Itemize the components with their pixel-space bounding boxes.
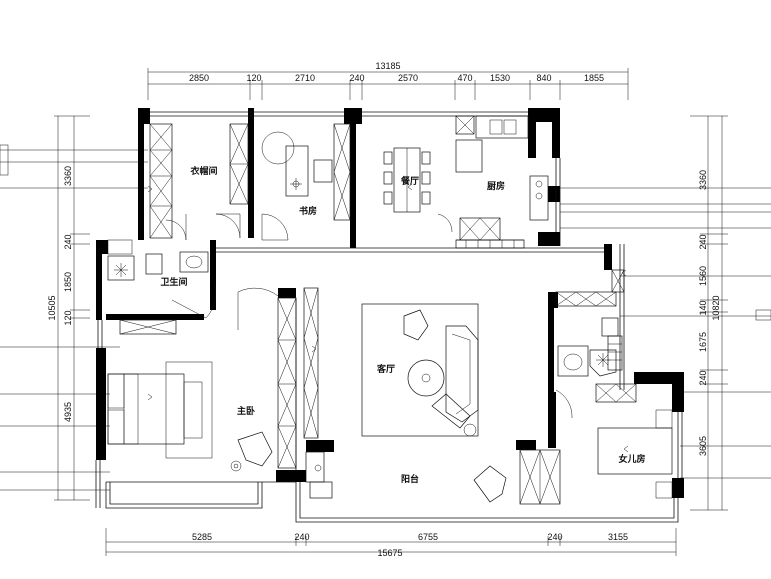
room-label-study: 书房	[299, 205, 317, 217]
kitchen-cabinet	[455, 115, 475, 135]
shower	[589, 349, 617, 377]
bottom-dim-1: 5285	[192, 532, 212, 542]
right-total-dim: 10820	[711, 295, 721, 320]
wardrobe-cabinet	[277, 297, 297, 469]
left-dim-1: 3360	[63, 166, 73, 186]
room-label-master: 主卧	[237, 405, 255, 417]
left-dim-3: 1850	[63, 272, 73, 292]
lounge-chair	[473, 465, 507, 503]
top-dim-5: 2570	[398, 73, 418, 83]
shower	[107, 255, 135, 281]
top-dim-2: 120	[246, 73, 261, 83]
left-dimension-chain: 10505 3360 240 1850 120 4935	[0, 115, 148, 501]
top-dim-9: 1855	[584, 73, 604, 83]
right-dim-6: 240	[698, 370, 708, 385]
right-dim-5: 1675	[698, 332, 708, 352]
right-dim-4: 140	[698, 300, 708, 315]
room-label-living: 客厅	[376, 363, 395, 375]
right-dimension-chain: 10820 3360 240 1560 140 1675 240 3605	[560, 115, 771, 511]
room-label-bathroom: 卫生间	[160, 276, 187, 288]
furniture	[107, 115, 673, 505]
bottom-dim-2: 240	[294, 532, 309, 542]
room-label-kitchen: 厨房	[487, 180, 505, 192]
bottom-dim-4: 240	[547, 532, 562, 542]
kitchen-island	[455, 139, 483, 173]
armchair	[403, 309, 429, 341]
stove	[529, 175, 549, 221]
top-total-dim: 13185	[375, 61, 400, 71]
room-label-balcony: 阳台	[401, 473, 419, 485]
top-dim-3: 2710	[295, 73, 315, 83]
room-label-cloakroom: 衣帽间	[190, 165, 217, 177]
daughter-bed	[597, 427, 673, 475]
coffee-table	[407, 359, 445, 397]
left-total-dim: 10505	[47, 295, 57, 320]
bottom-dim-3: 6755	[418, 532, 438, 542]
washbasin	[179, 251, 209, 273]
top-dimension-chain: 13185 2850 120 2710 240 2570 470 1530 84…	[147, 61, 629, 100]
right-dim-1: 3360	[698, 170, 708, 190]
toilet	[601, 317, 619, 337]
top-dim-6: 470	[457, 73, 472, 83]
sofa	[445, 325, 479, 423]
right-dim-2: 240	[698, 234, 708, 249]
left-dim-2: 240	[63, 234, 73, 249]
left-dim-5: 4935	[63, 402, 73, 422]
left-dim-4: 120	[63, 310, 73, 325]
top-dim-1: 2850	[189, 73, 209, 83]
section-arrows	[147, 183, 629, 453]
top-dim-4: 240	[349, 73, 364, 83]
bottom-total-dim: 15675	[377, 548, 402, 558]
bookshelf	[333, 123, 351, 221]
study-chair	[313, 159, 333, 183]
wardrobe-cabinet	[149, 123, 173, 239]
room-label-daughter: 女儿房	[618, 453, 645, 465]
bottom-dim-5: 3155	[608, 532, 628, 542]
washbasin	[557, 345, 589, 377]
kitchen-cabinet	[459, 217, 501, 241]
armchair	[431, 393, 471, 429]
master-bed	[107, 373, 185, 445]
room-label-dining: 餐厅	[400, 175, 419, 187]
study-desk	[285, 145, 309, 197]
kitchen-counter	[475, 115, 529, 139]
bottom-dimension-chain: 5285 240 6755 240 3155 15675	[105, 528, 677, 558]
walls	[95, 108, 684, 523]
room-labels: 衣帽间 书房 餐厅 厨房 卫生间 客厅 主卧 阳台 女儿房	[160, 165, 645, 485]
top-dim-7: 1530	[490, 73, 510, 83]
top-dim-8: 840	[536, 73, 551, 83]
lounge-chair	[237, 431, 273, 467]
toilet	[145, 253, 163, 275]
doors	[165, 213, 573, 419]
